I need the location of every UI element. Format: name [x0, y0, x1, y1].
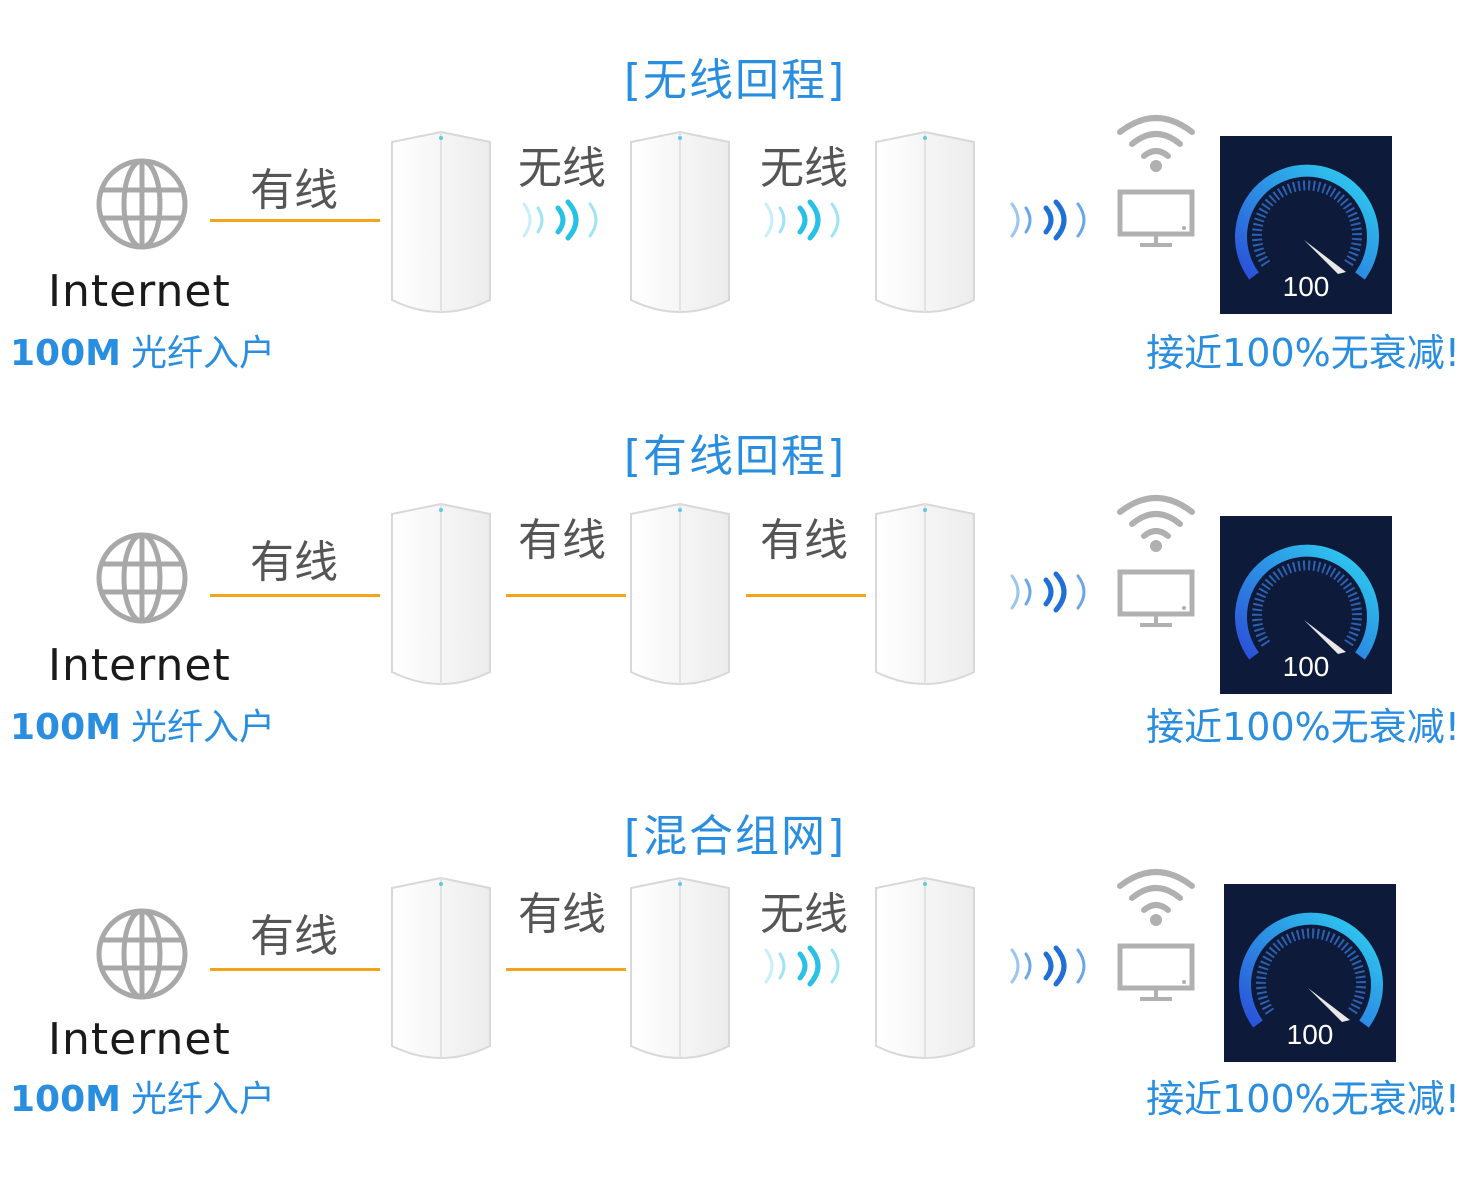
speedometer-icon: 100 [1224, 884, 1396, 1062]
wireless-waves-icon [764, 199, 840, 241]
link-label-3: 无线 [760, 143, 848, 194]
result-text: 接近100%无衰减! [1146, 331, 1460, 375]
globe-icon [96, 908, 188, 1000]
globe-icon [96, 158, 188, 250]
wired-connection [210, 968, 380, 971]
link-label-3: 有线 [760, 515, 848, 566]
result-text: 接近100%无衰减! [1146, 1077, 1460, 1121]
globe-icon [96, 532, 188, 624]
link-label-2: 有线 [518, 889, 606, 940]
fiber-speed: 100M [10, 333, 121, 374]
link-label-1: 有线 [250, 537, 338, 588]
mesh-node-icon [391, 876, 491, 1059]
fiber-speed: 100M [10, 1079, 121, 1120]
fiber-speed: 100M [10, 707, 121, 748]
speed-value: 100 [1283, 271, 1330, 302]
mesh-node-icon [630, 130, 730, 313]
wired-connection [506, 968, 626, 971]
link-label-1: 有线 [250, 165, 338, 216]
wireless-waves-icon [522, 199, 598, 241]
client-waves-icon [1010, 945, 1086, 987]
mesh-node-icon [875, 876, 975, 1059]
wifi-icon [1117, 495, 1195, 552]
mesh-node-icon [391, 502, 491, 685]
section-title: [混合组网] [623, 811, 847, 862]
wifi-icon [1117, 869, 1195, 926]
mesh-node-icon [875, 502, 975, 685]
link-label-2: 有线 [518, 515, 606, 566]
client-waves-icon [1010, 199, 1086, 241]
fiber-text: 光纤入户 [130, 333, 275, 374]
mesh-node-icon [630, 876, 730, 1059]
wired-connection [210, 219, 380, 222]
mesh-node-icon [630, 502, 730, 685]
monitor-icon [1117, 189, 1195, 247]
fiber-text: 光纤入户 [130, 1079, 275, 1120]
speedometer-icon: 100 [1220, 516, 1392, 694]
internet-label: Internet [48, 266, 231, 317]
wired-connection [746, 594, 866, 597]
link-label-1: 有线 [250, 911, 338, 962]
mesh-node-icon [391, 130, 491, 313]
monitor-icon [1117, 569, 1195, 627]
wired-connection [210, 594, 380, 597]
fiber-text: 光纤入户 [130, 707, 275, 748]
speedometer-icon: 100 [1220, 136, 1392, 314]
wifi-icon [1117, 115, 1195, 172]
speed-value: 100 [1283, 651, 1330, 682]
wired-connection [506, 594, 626, 597]
mesh-node-icon [875, 130, 975, 313]
wireless-waves-icon [764, 945, 840, 987]
internet-label: Internet [48, 1014, 231, 1065]
link-label-2: 无线 [518, 143, 606, 194]
speed-value: 100 [1287, 1019, 1334, 1050]
monitor-icon [1117, 943, 1195, 1001]
section-title: [有线回程] [623, 431, 847, 482]
result-text: 接近100%无衰减! [1146, 705, 1460, 749]
section-title: [无线回程] [623, 55, 847, 106]
internet-label: Internet [48, 640, 231, 691]
client-waves-icon [1010, 571, 1086, 613]
link-label-3: 无线 [760, 889, 848, 940]
